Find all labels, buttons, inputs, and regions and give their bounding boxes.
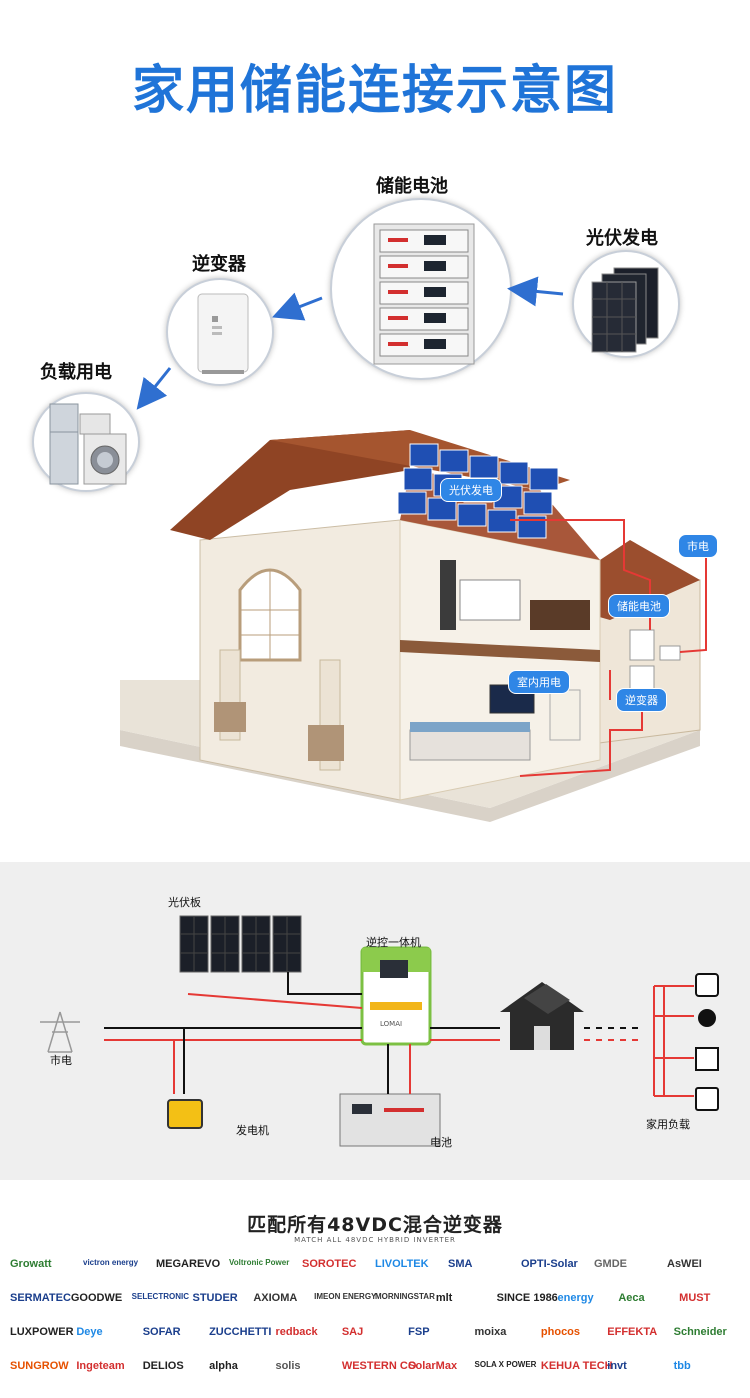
battery-rack-icon — [373, 223, 475, 365]
brand-logo: SERMATEC — [10, 1292, 71, 1304]
brand-logo: SOROTEC — [302, 1258, 357, 1270]
brand-logo: MUST — [679, 1292, 711, 1304]
battery-label-2: 电池 — [430, 1136, 452, 1149]
inverter-circle — [166, 278, 274, 386]
pv-circle — [572, 250, 680, 358]
brand-logo: Voltronic Power — [229, 1258, 290, 1267]
brand-logo: SINCE 1986 — [496, 1292, 558, 1304]
brand-logo: Growatt — [10, 1258, 52, 1270]
brand-logo: alpha — [209, 1360, 238, 1372]
brand-logo: WESTERN CO — [341, 1360, 417, 1372]
brand-logo: KEHUA TECH — [540, 1360, 613, 1372]
brand-logo: solis — [275, 1360, 301, 1372]
brand-section-subtitle: MATCH ALL 48VDC HYBRID INVERTER — [294, 1236, 456, 1244]
brand-grid: Growatt victron energy MEGAREVO Voltronic P… — [10, 1258, 740, 1394]
brand-logo: redback — [275, 1326, 318, 1338]
inverter-brand: LOMAI — [380, 1020, 403, 1028]
brand-logo: ZUCCHETTI — [209, 1326, 272, 1338]
brand-section — [0, 1180, 750, 1398]
brand-logo: SAJ — [341, 1326, 364, 1338]
brand-logo: GOODWE — [70, 1292, 123, 1304]
house-illustration — [120, 430, 707, 822]
inverter-label-2: 逆控一体机 — [366, 936, 421, 949]
appliances-icon — [49, 403, 127, 485]
brand-logo: phocos — [540, 1326, 581, 1338]
brand-logo: SELECTRONIC — [131, 1292, 189, 1301]
brand-logo: Deye — [76, 1326, 103, 1338]
brand-logo: STUDER — [192, 1292, 238, 1304]
brand-logo: LIVOLTEK — [375, 1258, 429, 1270]
brand-logo: energy — [557, 1292, 594, 1304]
generator-label: 发电机 — [236, 1124, 269, 1137]
brand-logo: AXIOMA — [253, 1292, 298, 1304]
brand-logo: SMA — [448, 1258, 473, 1270]
load-circle — [32, 392, 140, 492]
load-label-2: 家用负载 — [646, 1118, 690, 1131]
pv-label: 光伏发电 — [586, 228, 658, 249]
tag-inverter: 逆变器 — [616, 688, 667, 712]
battery-label: 储能电池 — [376, 176, 448, 197]
brand-logo: MORNINGSTAR — [375, 1292, 435, 1301]
load-label: 负载用电 — [40, 362, 112, 383]
brand-logo: tbb — [673, 1360, 691, 1372]
brand-logo: SUNGROW — [10, 1360, 69, 1372]
brand-logo: invt — [607, 1360, 627, 1372]
brand-logo: AsWEI — [667, 1258, 702, 1270]
flow-arrows — [136, 276, 564, 410]
brand-logo: Ingeteam — [76, 1360, 125, 1372]
brand-logo: EFFEKTA — [607, 1326, 658, 1338]
brand-logo: OPTI-Solar — [521, 1258, 578, 1270]
brand-logo: DELIOS — [142, 1360, 184, 1372]
brand-logo: GMDE — [594, 1258, 627, 1270]
inverter-device-icon — [197, 293, 249, 374]
tag-pv: 光伏发电 — [440, 478, 502, 502]
brand-logo: victron energy — [83, 1258, 139, 1267]
brand-logo: Aeca — [618, 1292, 645, 1304]
brand-logo: moixa — [474, 1326, 507, 1338]
tag-grid: 市电 — [678, 534, 718, 558]
brand-logo: LUXPOWER — [10, 1326, 74, 1338]
brand-logo: IMEON ENERGY — [314, 1292, 377, 1301]
brand-logo: MEGAREVO — [156, 1258, 221, 1270]
brand-section-title: 匹配所有48VDC混合逆变器 — [247, 1214, 503, 1236]
tag-battery: 储能电池 — [608, 594, 670, 618]
brand-logo: Schneider — [673, 1326, 727, 1338]
inverter-label: 逆变器 — [192, 254, 246, 275]
brand-logo: mlt — [435, 1292, 453, 1304]
wiring-svg — [40, 915, 719, 1147]
tag-indoor: 室内用电 — [508, 670, 570, 694]
panel-label: 光伏板 — [168, 896, 201, 909]
brand-logo: SOLA X POWER — [474, 1360, 537, 1369]
brand-logo: SolarMax — [408, 1360, 458, 1372]
grid-label-2: 市电 — [50, 1054, 72, 1067]
brand-logo: FSP — [408, 1326, 430, 1338]
brand-logo: SOFAR — [142, 1326, 181, 1338]
page-title: 家用储能连接示意图 — [131, 61, 618, 121]
solar-panel-icon — [591, 267, 659, 353]
battery-circle — [330, 198, 512, 380]
